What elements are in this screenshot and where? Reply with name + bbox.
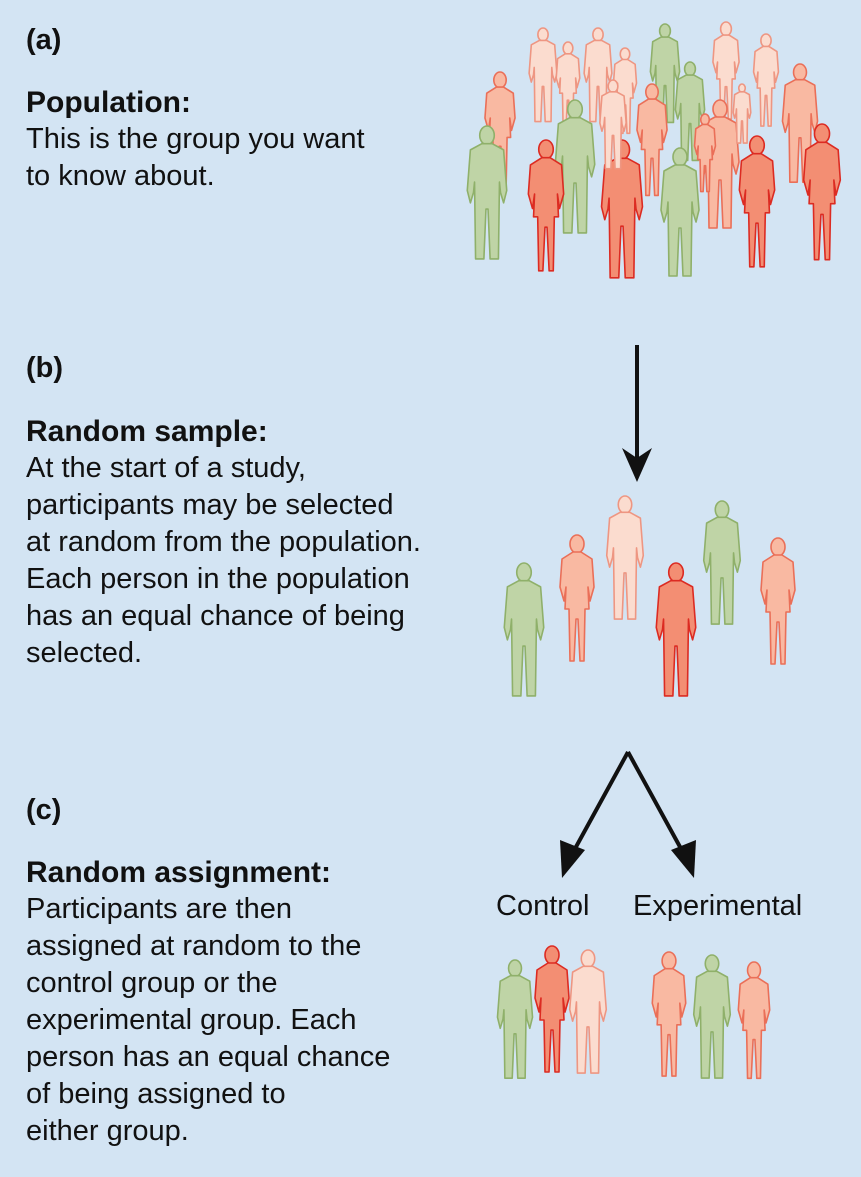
person-figure [660, 147, 700, 277]
person-figure [732, 83, 752, 144]
panel-a-tag: (a) [26, 24, 62, 56]
random-sample-group [503, 495, 796, 697]
person-figure [599, 79, 627, 170]
person-figure [712, 21, 740, 120]
population-crowd [466, 21, 842, 279]
down-arrow [622, 345, 652, 482]
person-figure [651, 951, 687, 1077]
person-figure [760, 537, 796, 665]
panel-b-line: selected. [26, 637, 143, 669]
person-figure [503, 562, 545, 697]
person-figure [527, 139, 565, 272]
person-figure [555, 41, 581, 131]
experimental-group [651, 951, 771, 1080]
person-figure [802, 123, 842, 261]
person-figure [655, 562, 697, 697]
person-figure [568, 949, 608, 1074]
panel-c-line: control group or the [26, 967, 278, 999]
panel-c-line: Participants are then [26, 893, 292, 925]
person-figure [702, 500, 742, 625]
person-figure [752, 33, 780, 127]
person-figure [737, 961, 771, 1080]
panel-b-text: (b) Random sample: At the start of a stu… [26, 350, 421, 672]
person-figure [534, 945, 570, 1073]
person-figure [738, 135, 776, 268]
panel-a-line: This is the group you want [26, 123, 365, 155]
person-figure [692, 954, 732, 1079]
split-arrow [560, 751, 696, 878]
person-figure [693, 113, 717, 193]
panel-a-text: (a) Population: This is the group you wa… [26, 22, 365, 195]
person-figure [636, 83, 668, 197]
panel-c-line: either group. [26, 1115, 189, 1147]
panel-c-heading: Random assignment: [26, 856, 332, 889]
panel-c-text: (c) Random assignment: Participants are … [26, 792, 390, 1150]
person-figure [605, 495, 645, 620]
control-group [496, 945, 608, 1079]
person-figure [559, 534, 595, 662]
panel-b-tag: (b) [26, 352, 64, 384]
panel-a-line: to know about. [26, 160, 215, 192]
panel-a-heading: Population: [26, 86, 191, 119]
panel-c-line: person has an equal chance [26, 1041, 391, 1073]
panel-c-line: experimental group. Each [26, 1004, 357, 1036]
experimental-group-label: Experimental [633, 890, 803, 922]
panel-c-line: of being assigned to [26, 1078, 286, 1110]
panel-b-line: at random from the population. [26, 526, 421, 558]
person-figure [554, 99, 596, 234]
panel-c-tag: (c) [26, 794, 62, 826]
panel-b-line: has an equal chance of being [26, 600, 405, 632]
person-figure [496, 959, 534, 1079]
person-figure [466, 125, 508, 260]
control-group-label: Control [496, 890, 590, 922]
panel-c-line: assigned at random to the [26, 930, 362, 962]
person-figure [528, 27, 558, 123]
panel-b-line: participants may be selected [26, 489, 394, 521]
panel-b-line: At the start of a study, [26, 452, 306, 484]
panel-b-heading: Random sample: [26, 415, 268, 448]
panel-b-line: Each person in the population [26, 563, 410, 595]
